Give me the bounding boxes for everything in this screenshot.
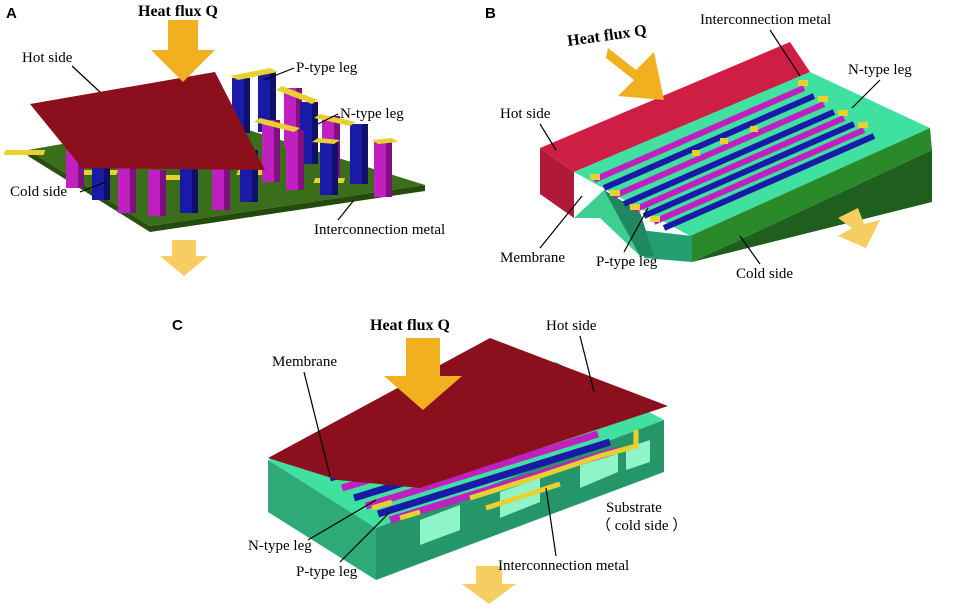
panel-c-membrane-label: Membrane bbox=[272, 354, 337, 370]
panel-c: C H bbox=[172, 317, 687, 604]
panel-b-p-leg-label: P-type leg bbox=[596, 254, 658, 270]
panel-c-out-arrow-icon bbox=[462, 566, 516, 604]
panel-b-hot-top bbox=[540, 42, 810, 172]
panel-a-cold-plate-edge2 bbox=[150, 185, 425, 232]
panel-a-p-leg-leader bbox=[263, 67, 295, 81]
panel-b-cold-top bbox=[690, 128, 932, 262]
panel-b-n-leg-label: N-type leg bbox=[848, 62, 912, 78]
panel-a-top-metal bbox=[230, 68, 398, 144]
panel-a-interconnect-label: Interconnection metal bbox=[314, 222, 445, 238]
panel-a-heat-arrow-icon bbox=[151, 20, 215, 82]
panel-c-n-leg-leader bbox=[307, 499, 377, 541]
panel-c-membrane-leader bbox=[303, 371, 331, 477]
panel-c-letter: C bbox=[172, 317, 183, 334]
panel-a-interconnect-leader bbox=[337, 199, 355, 221]
panel-b-hot-front bbox=[540, 148, 574, 218]
panel-c-hot-side-leader bbox=[579, 335, 595, 393]
panel-a-n-leg-label: N-type leg bbox=[340, 106, 404, 122]
panel-c-n-leg-label: N-type leg bbox=[248, 538, 312, 554]
panel-c-hot-plate bbox=[268, 338, 668, 488]
panel-a-n-leg-leader bbox=[317, 113, 339, 125]
panel-b-n-leg-leader bbox=[851, 79, 881, 109]
panel-b-legs bbox=[592, 85, 876, 231]
panel-b-hot-side-leader bbox=[539, 123, 557, 151]
panel-b-cold-side-leader bbox=[739, 235, 761, 265]
panel-c-substrate-label: Substrate bbox=[606, 500, 662, 516]
panel-a-hot-plate bbox=[30, 72, 265, 170]
panel-c-heat-arrow-icon bbox=[384, 338, 462, 410]
panel-b-membrane-label: Membrane bbox=[500, 250, 565, 266]
panel-b-interconnect-label: Interconnection metal bbox=[700, 12, 831, 28]
panel-b-metal bbox=[590, 80, 868, 222]
panel-b-cavity-shade bbox=[604, 190, 654, 256]
panel-b-cold-side-label: Cold side bbox=[736, 266, 793, 282]
panel-c-interconnect-leader bbox=[545, 487, 557, 557]
panel-a: A bbox=[3, 3, 445, 276]
panel-a-cold-side-label: Cold side bbox=[10, 184, 67, 200]
panel-c-p-leg-label: P-type leg bbox=[296, 564, 358, 580]
panel-a-out-arrow-icon bbox=[160, 240, 208, 276]
panel-b: B bbox=[485, 5, 932, 282]
panel-a-hot-side-label: Hot side bbox=[22, 50, 73, 66]
panel-a-legs bbox=[66, 72, 392, 216]
panel-c-interconnect-label: Interconnection metal bbox=[498, 558, 629, 574]
panel-b-p-leg-leader bbox=[623, 207, 649, 253]
panel-b-heat-flux-label: Heat flux Q bbox=[566, 22, 648, 50]
panel-a-heat-flux-label: Heat flux Q bbox=[138, 3, 218, 20]
panel-c-substrate-sub-label: （ cold side ） bbox=[596, 517, 687, 534]
panel-c-hot-side-label: Hot side bbox=[546, 318, 597, 334]
panel-a-cold-side-leader bbox=[79, 181, 107, 193]
panel-a-p-leg-label: P-type leg bbox=[296, 60, 358, 76]
panel-a-letter: A bbox=[6, 5, 17, 22]
panel-b-interconnect-leader bbox=[769, 29, 801, 77]
panel-b-membrane-leader bbox=[539, 195, 583, 249]
panel-c-p-leg-leader bbox=[339, 511, 391, 563]
panel-b-cold-front bbox=[692, 150, 932, 262]
panel-a-hot-side-leader bbox=[71, 65, 101, 93]
panel-b-letter: B bbox=[485, 5, 496, 22]
panel-c-substrate-front bbox=[268, 460, 376, 580]
panel-b-out-arrow-icon bbox=[838, 208, 880, 248]
panel-c-heat-flux-label: Heat flux Q bbox=[370, 317, 450, 334]
panel-c-metal bbox=[371, 430, 639, 521]
panel-b-heat-arrow-icon bbox=[606, 48, 664, 100]
panel-b-hot-side-label: Hot side bbox=[500, 106, 551, 122]
